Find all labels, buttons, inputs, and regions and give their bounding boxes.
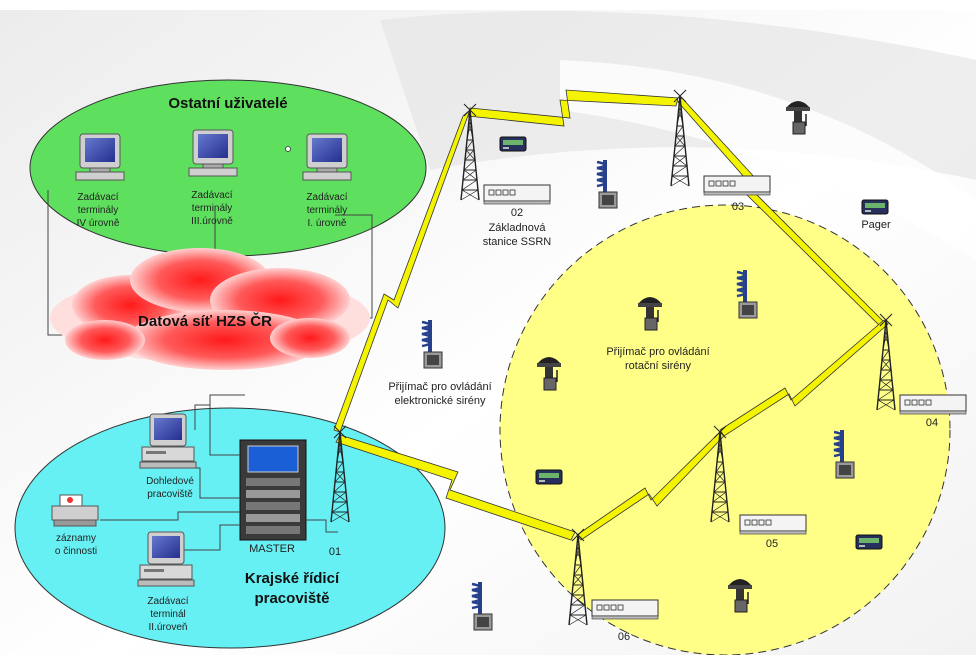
label-04: 04 xyxy=(926,417,938,429)
label-03: 03 xyxy=(732,201,744,213)
regional-ellipse xyxy=(14,407,446,649)
computer-icon xyxy=(188,129,238,177)
pager-icon xyxy=(499,136,527,152)
master-rack xyxy=(239,439,307,541)
label-01: 01 xyxy=(329,546,341,558)
activity-log-line1: záznamy xyxy=(56,533,96,544)
computer-icon xyxy=(302,133,352,181)
radio-box-02 xyxy=(483,184,551,205)
terminal-ii-line2: terminál xyxy=(150,609,186,620)
pager-icon xyxy=(535,469,563,485)
receiver-rotary-line2: rotační sirény xyxy=(625,360,692,372)
terminal-i-line2: terminály xyxy=(307,205,348,216)
terminal-iv-line2: terminály xyxy=(78,205,119,216)
radio-box-06 xyxy=(591,599,659,620)
printer-icon xyxy=(51,494,99,527)
terminal-i-line3: I. úrovně xyxy=(308,218,347,229)
computer-icon xyxy=(75,133,125,181)
activity-log-line2: o činnosti xyxy=(55,546,97,557)
radio-box-04 xyxy=(899,394,967,415)
pager-icon xyxy=(861,199,889,215)
monitoring-line1: Dohledové xyxy=(146,476,194,487)
master-label: MASTER xyxy=(249,543,295,555)
pager-icon xyxy=(855,534,883,550)
terminal-iii-line2: terminály xyxy=(192,203,233,214)
radio-box-03 xyxy=(703,175,771,196)
receiver-rotary-line1: Přijímač pro ovládání xyxy=(606,346,709,358)
regional-title-line1: Krajské řídicí xyxy=(245,570,340,587)
cloud-label: Datová síť HZS ČR xyxy=(138,312,272,330)
receiver-electronic-line1: Přijímač pro ovládání xyxy=(388,381,491,393)
label-02: 02 xyxy=(511,207,523,219)
regional-title-line2: pracoviště xyxy=(254,590,329,607)
base-station-line2: stanice SSRN xyxy=(483,236,552,248)
terminal-iv-line3: IV úrovně xyxy=(77,218,120,229)
radio-box-05 xyxy=(739,514,807,535)
monitoring-line2: pracoviště xyxy=(147,489,193,500)
terminal-iii-line3: III.úrovně xyxy=(191,216,233,227)
network-cloud xyxy=(50,248,370,370)
pager-label: Pager xyxy=(861,219,891,231)
terminal-iv-line1: Zadávací xyxy=(77,192,118,203)
terminal-ii-line1: Zadávací xyxy=(147,596,188,607)
label-05: 05 xyxy=(766,538,778,550)
base-station-line1: Základnová xyxy=(489,222,547,234)
receiver-electronic-line2: elektronické sirény xyxy=(394,395,486,407)
terminal-i-line1: Zadávací xyxy=(306,192,347,203)
terminal-ii-line3: II.úroveň xyxy=(149,622,188,633)
label-06: 06 xyxy=(618,631,630,643)
terminal-iii-line1: Zadávací xyxy=(191,190,232,201)
radio-links xyxy=(333,89,889,541)
others-title: Ostatní uživatelé xyxy=(168,95,287,112)
